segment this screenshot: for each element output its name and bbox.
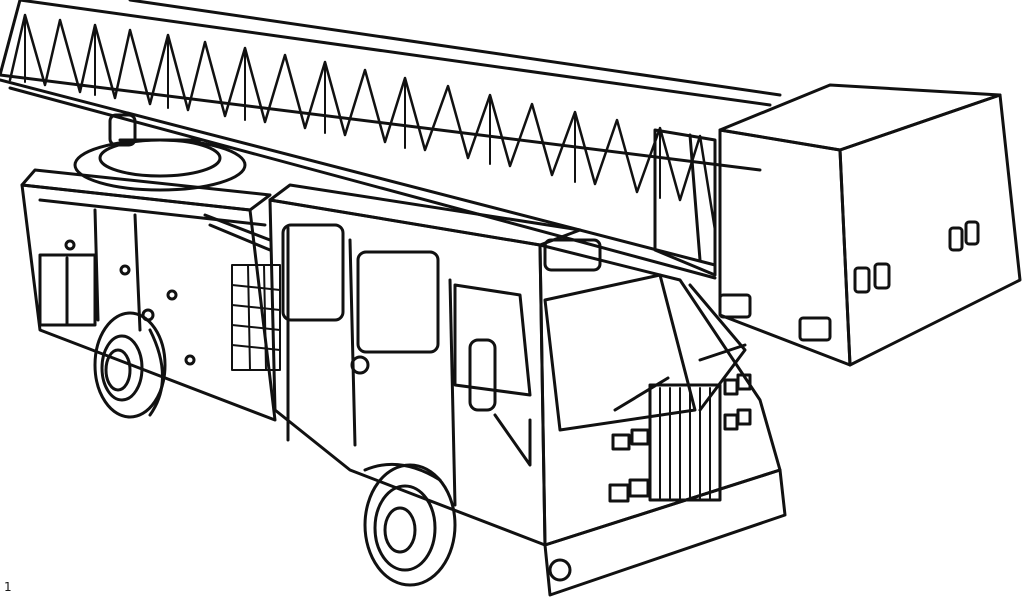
truck-rear-body [20,168,281,422]
turntable [73,113,247,192]
cab [268,183,787,597]
rear-bucket [718,83,1022,367]
aerial-ladder [0,0,782,280]
front-wheel [363,462,457,587]
corner-mark: 1 [4,580,12,594]
rear-wheel [93,311,167,419]
